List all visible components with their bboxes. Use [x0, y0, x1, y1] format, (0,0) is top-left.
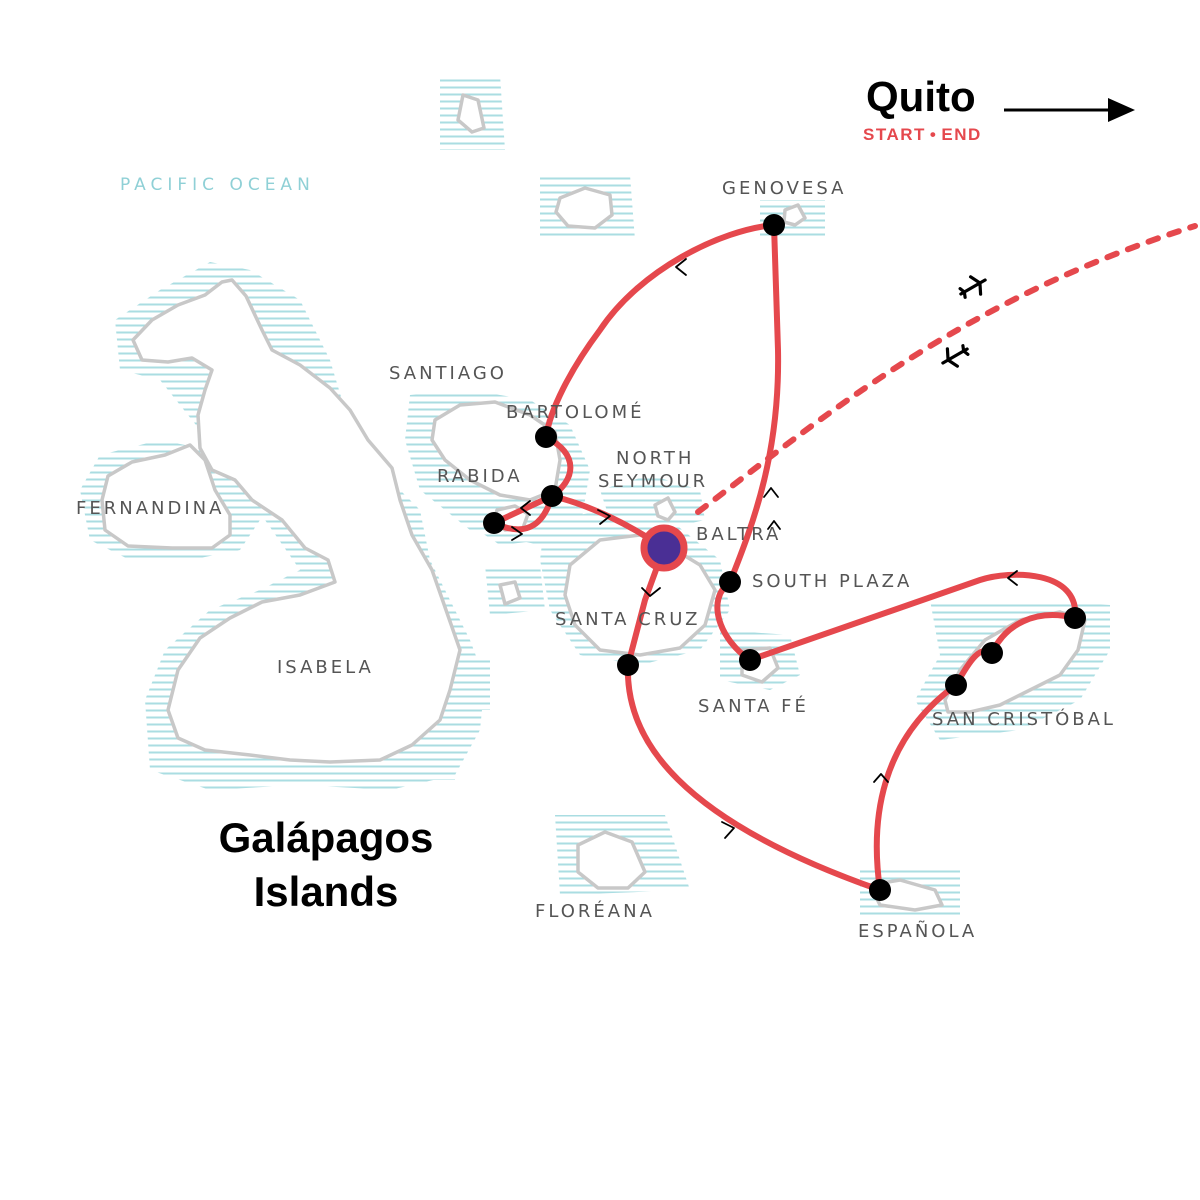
- label-baltra: BALTRA: [696, 524, 781, 545]
- label-rabida: RABIDA: [437, 466, 523, 487]
- fernandina-island: [100, 443, 232, 550]
- label-north-seymour-1: NORTH: [616, 448, 694, 469]
- gateway-city: Quito: [866, 73, 976, 120]
- stop-san-cristobal-west: [945, 674, 967, 696]
- stop-san-cristobal-east: [1064, 607, 1086, 629]
- chevron-icon: [767, 520, 781, 530]
- isabela-island: [131, 278, 462, 764]
- chevron-icon: [597, 509, 611, 525]
- title-line-2: Islands: [254, 868, 399, 915]
- stop-san-cristobal-mid: [981, 642, 1003, 664]
- chevron-icon: [873, 773, 889, 783]
- flight-path: [695, 223, 1198, 515]
- chevron-icon: [721, 821, 735, 839]
- route-stops: [483, 214, 1086, 901]
- chevron-icon: [675, 258, 687, 276]
- place-labels: GENOVESA SANTIAGO BARTOLOMÉ RABIDA NORTH…: [76, 178, 1116, 942]
- gateway-start: START: [863, 125, 926, 144]
- airplane-icon: [958, 275, 987, 299]
- stop-bartolome: [535, 426, 557, 448]
- gateway-block: Quito START•END: [863, 73, 1135, 144]
- marchena-island: [554, 186, 614, 230]
- chevron-icon: [520, 500, 531, 516]
- chevron-icon: [641, 587, 661, 597]
- chevron-icon: [763, 487, 779, 498]
- floreana-island: [576, 830, 647, 890]
- label-san-cristobal: SAN CRISTÓBAL: [932, 708, 1116, 730]
- gateway-separator: •: [930, 125, 937, 144]
- san-cristobal-island: [943, 610, 1087, 714]
- stop-rabida: [483, 512, 505, 534]
- route-chevrons: [511, 258, 1018, 839]
- stop-espanola: [869, 879, 891, 901]
- label-santiago: SANTIAGO: [389, 363, 507, 384]
- genovesa-island: [782, 203, 807, 227]
- label-south-plaza: SOUTH PLAZA: [752, 571, 912, 592]
- label-santa-cruz: SANTA CRUZ: [555, 609, 700, 630]
- title-line-1: Galápagos: [219, 814, 434, 861]
- stop-santa-cruz: [617, 654, 639, 676]
- stop-santiago: [541, 485, 563, 507]
- stop-genovesa: [763, 214, 785, 236]
- gateway-end: END: [941, 125, 981, 144]
- label-espanola: ESPAÑOLA: [858, 920, 977, 942]
- route-line: [491, 222, 1079, 893]
- pinta-island: [456, 93, 486, 134]
- chevron-icon: [511, 526, 523, 541]
- ocean-label: PACIFIC OCEAN: [120, 175, 315, 195]
- label-floreana: FLORÉANA: [535, 900, 655, 922]
- arrow-right-icon: [1004, 98, 1135, 122]
- north-seymour-island: [653, 496, 677, 522]
- label-isabela: ISABELA: [277, 657, 374, 678]
- small-rock-island: [498, 580, 522, 606]
- label-genovesa: GENOVESA: [722, 178, 846, 199]
- stop-south-plaza: [719, 571, 741, 593]
- label-bartolome: BARTOLOMÉ: [506, 401, 644, 423]
- airplane-icon: [941, 344, 970, 368]
- label-north-seymour-2: SEYMOUR: [598, 471, 708, 492]
- chevron-icon: [1007, 570, 1018, 586]
- label-fernandina: FERNANDINA: [76, 498, 224, 519]
- label-santa-fe: SANTA FÉ: [698, 695, 809, 717]
- gateway-start-end: START•END: [863, 125, 982, 144]
- stop-santa-fe: [739, 649, 761, 671]
- hub-baltra: [640, 524, 688, 572]
- map-title: Galápagos Islands: [219, 814, 434, 915]
